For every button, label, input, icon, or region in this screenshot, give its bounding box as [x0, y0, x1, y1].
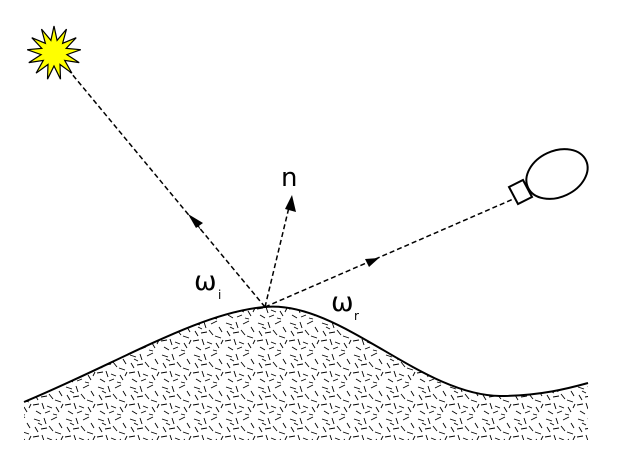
reflected-arrowhead	[365, 258, 379, 267]
incident-label: ω	[194, 266, 217, 297]
incident-ray	[56, 55, 266, 308]
surface	[23, 305, 589, 440]
reflected-subscript: r	[354, 309, 359, 323]
incident-subscript: i	[218, 288, 221, 302]
normal-label: n	[281, 163, 297, 193]
reflected-ray	[264, 196, 519, 308]
camera-icon	[507, 148, 589, 206]
surface-texture	[24, 306, 588, 440]
normal-vector	[264, 195, 296, 308]
surface-curve	[23, 305, 589, 403]
sun-icon	[27, 25, 81, 80]
camera-lens	[507, 178, 534, 206]
incident-arrowhead	[188, 214, 203, 228]
reflected-label: ω	[331, 287, 354, 318]
normal-arrowhead	[285, 195, 296, 212]
